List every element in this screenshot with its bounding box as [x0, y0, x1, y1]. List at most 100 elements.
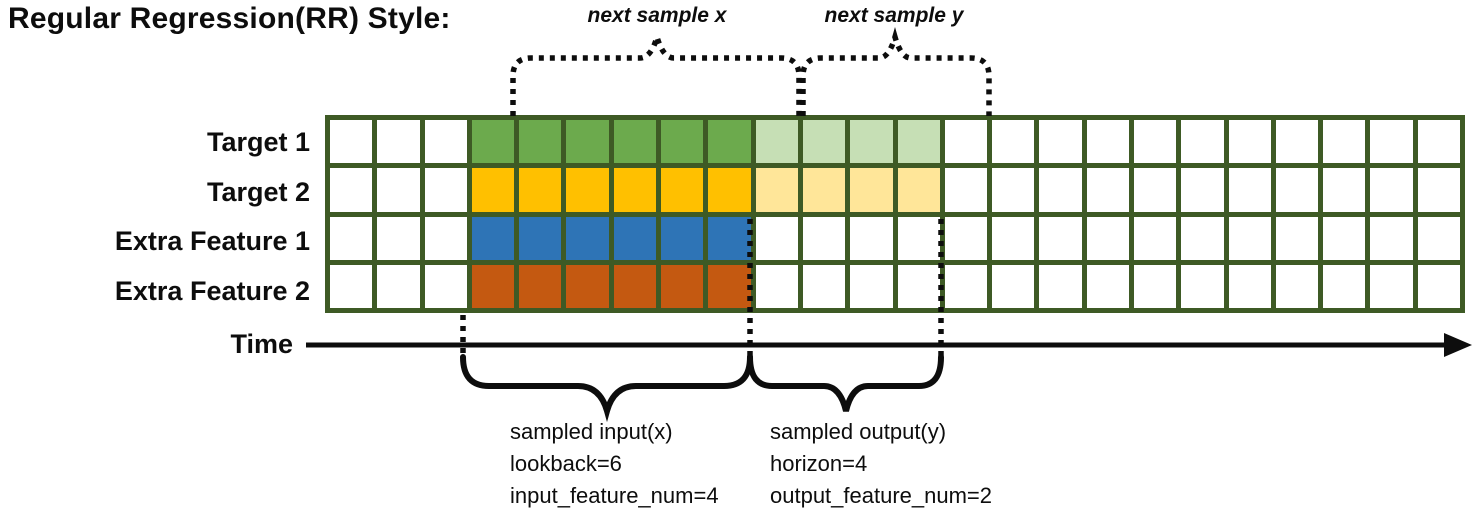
grid-cell	[1323, 120, 1366, 164]
row-label-extra-feature-1: Extra Feature 1	[114, 226, 310, 256]
grid-cell	[1181, 264, 1224, 308]
grid-cell	[1228, 216, 1271, 260]
next-sample-y-brace	[800, 26, 992, 116]
grid-cell	[1370, 120, 1413, 164]
grid-cell	[613, 120, 657, 164]
grid-cell	[1275, 264, 1319, 308]
row-label-target-1: Target 1	[206, 127, 310, 157]
grid-cell	[1228, 120, 1271, 164]
time-axis-arrowhead	[1444, 333, 1472, 357]
grid-cell	[1417, 168, 1460, 212]
grid-cell	[897, 216, 940, 260]
grid-cell	[708, 264, 751, 308]
next-sample-y-label: next sample y	[824, 4, 964, 27]
grid-cell	[1370, 216, 1413, 260]
grid-cell	[802, 264, 846, 308]
grid-cell	[330, 168, 373, 212]
grid-cell	[661, 216, 704, 260]
grid-cell	[1228, 264, 1271, 308]
grid-cell	[330, 216, 373, 260]
grid-cell	[661, 264, 704, 308]
grid-cell	[330, 120, 373, 164]
grid-cell	[1181, 216, 1224, 260]
grid-cell	[519, 264, 562, 308]
timeseries-grid	[325, 115, 1465, 313]
grid-cell	[755, 120, 798, 164]
grid-cell	[519, 120, 562, 164]
grid-cell	[755, 264, 798, 308]
grid-cell	[613, 264, 657, 308]
grid-cell	[471, 264, 515, 308]
grid-cell	[1370, 264, 1413, 308]
grid-cell	[1133, 216, 1177, 260]
grid-cell	[424, 264, 467, 308]
grid-cell	[424, 168, 467, 212]
grid-cell	[1086, 216, 1129, 260]
grid-cell	[1275, 168, 1319, 212]
grid-cell	[944, 264, 988, 308]
row-label-extra-feature-2: Extra Feature 2	[114, 276, 310, 306]
grid-cell	[613, 168, 657, 212]
figure-title: Regular Regression(RR) Style:	[8, 2, 451, 35]
next-sample-x-brace	[510, 26, 802, 116]
grid-cell	[802, 120, 846, 164]
grid-cell	[944, 216, 988, 260]
grid-cell	[377, 264, 420, 308]
grid-cell	[1039, 264, 1082, 308]
grid-cell	[1086, 120, 1129, 164]
grid-cell	[566, 264, 609, 308]
grid-cell	[1370, 168, 1413, 212]
sampled-output-note: sampled output(y) horizon=4 output_featu…	[770, 416, 992, 512]
grid-cell	[1417, 216, 1460, 260]
grid-cell	[1323, 168, 1366, 212]
grid-cell	[992, 264, 1035, 308]
grid-cell	[519, 216, 562, 260]
sampled-input-note: sampled input(x) lookback=6 input_featur…	[510, 416, 719, 512]
grid-cell	[992, 168, 1035, 212]
grid-cell	[944, 168, 988, 212]
grid-cell	[471, 216, 515, 260]
grid-cell	[708, 216, 751, 260]
grid-cell	[992, 216, 1035, 260]
grid-cell	[944, 120, 988, 164]
grid-cell	[1133, 120, 1177, 164]
grid-cell	[471, 120, 515, 164]
output-feature-num-value: output_feature_num=2	[770, 483, 993, 508]
grid-cell	[471, 168, 515, 212]
grid-cell	[424, 120, 467, 164]
grid-cell	[897, 264, 940, 308]
grid-cell	[1086, 168, 1129, 212]
grid-cell	[1039, 120, 1082, 164]
grid-cell	[424, 216, 467, 260]
horizon-value: horizon=4	[770, 451, 868, 476]
grid-cell	[1275, 120, 1319, 164]
grid-cell	[377, 216, 420, 260]
sampled-input-brace	[460, 354, 753, 423]
grid-cell	[1323, 216, 1366, 260]
grid-cell	[1133, 264, 1177, 308]
grid-cell	[1039, 168, 1082, 212]
grid-cell	[1039, 216, 1082, 260]
grid-cell	[519, 168, 562, 212]
grid-cell	[661, 168, 704, 212]
grid-cell	[1417, 264, 1460, 308]
grid-cell	[377, 120, 420, 164]
grid-cell	[850, 120, 893, 164]
grid-cell	[708, 168, 751, 212]
grid-cell	[1275, 216, 1319, 260]
grid-cell	[1228, 168, 1271, 212]
grid-cell	[850, 264, 893, 308]
lookback-value: lookback=6	[510, 451, 622, 476]
grid-cell	[1323, 264, 1366, 308]
grid-cell	[802, 216, 846, 260]
grid-cell	[850, 216, 893, 260]
grid-cell	[755, 168, 798, 212]
grid-cell	[708, 120, 751, 164]
next-sample-x-label: next sample x	[587, 4, 727, 27]
sampled-output-brace	[747, 354, 944, 412]
grid-cell	[566, 216, 609, 260]
input-feature-num-value: input_feature_num=4	[510, 483, 719, 508]
grid-cell	[1133, 168, 1177, 212]
grid-cell	[1181, 120, 1224, 164]
